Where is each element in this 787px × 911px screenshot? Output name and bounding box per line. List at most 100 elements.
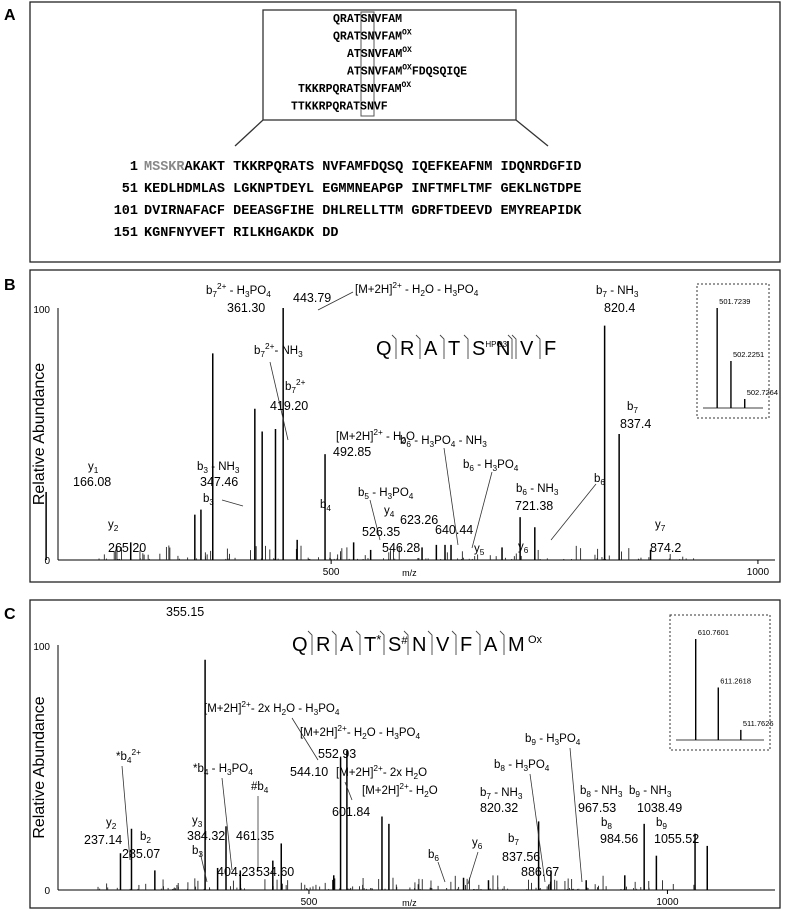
text-span: 3	[482, 440, 487, 449]
residue: R	[400, 338, 414, 360]
text-span: 526.35	[362, 525, 400, 539]
text-span: O	[406, 431, 415, 443]
peak-annotation: b3​	[192, 845, 203, 859]
peak-annotation: b8​ - NH3​	[580, 785, 623, 799]
peak-annotation: y6​	[472, 837, 483, 851]
sequence-row: KEDLHDMLAS LGKNPTDEYL EGMMNEAPGP INFTMFL…	[144, 182, 581, 197]
text-span: PO	[392, 487, 409, 499]
peak-annotation: 1055.52	[654, 832, 699, 846]
text-span: b	[580, 785, 586, 797]
text-span: M	[508, 634, 525, 656]
text-span: T	[364, 634, 376, 656]
text-span: y	[655, 519, 661, 531]
residue: F	[460, 634, 472, 656]
text-span: b	[480, 787, 486, 799]
text-span: PO	[559, 733, 576, 745]
text-span: OX	[402, 29, 412, 38]
fragment-bracket	[415, 334, 421, 359]
text-span: 3	[314, 708, 319, 717]
text-span: b	[206, 285, 212, 297]
fragment-bracket	[475, 630, 481, 655]
y-tick-label: 100	[33, 305, 50, 316]
text-span: 6	[434, 854, 439, 863]
text-span: - H	[369, 487, 388, 499]
text-span: PO	[497, 459, 514, 471]
leader-line	[467, 851, 479, 885]
text-span: 2+	[373, 764, 383, 773]
text-span: 4	[451, 440, 456, 449]
text-span: y	[108, 519, 114, 531]
text-span: 3	[618, 790, 623, 799]
isotope-label: 610.7601	[698, 628, 729, 637]
text-span: 7	[260, 350, 265, 359]
text-span: y	[192, 815, 198, 827]
text-span: R	[316, 634, 330, 656]
peak-annotation: b8​ - H3​PO4​	[494, 759, 550, 773]
peak-annotation: 721.38	[515, 499, 553, 513]
y-tick-label: 0	[44, 556, 50, 567]
y-axis-label: Relative Abundance	[31, 696, 48, 838]
text-span: NVF	[367, 101, 388, 114]
peak-annotation: 534.60	[256, 865, 294, 879]
inset-peptide: QRATSNVFAM	[333, 13, 402, 26]
text-span: 361.30	[227, 301, 265, 315]
text-span: b	[192, 845, 198, 857]
text-span: 5	[480, 548, 485, 557]
text-span: HPO3	[485, 340, 507, 349]
text-span: - H	[208, 763, 227, 775]
text-span: 534.60	[256, 865, 294, 879]
peak-annotation: b6​	[594, 473, 605, 487]
panel-a-label: A	[4, 7, 16, 24]
text-span: 4	[326, 504, 331, 513]
peak-annotation: b7​2+​	[285, 378, 306, 395]
text-span: 886.67	[521, 865, 559, 879]
inset-peptide: ATSNVFAMOXFDQSQIQE	[347, 64, 467, 79]
inset-peptide-list: QRATSNVFAMQRATSNVFAMOXATSNVFAMOXATSNVFAM…	[291, 13, 467, 114]
peak-annotation: b7​ - NH3​	[596, 285, 639, 299]
text-span: 6	[600, 478, 605, 487]
residue: SHPO3	[472, 338, 508, 360]
text-span: ATS	[347, 66, 368, 79]
text-span: A	[424, 338, 438, 360]
text-span: O - H	[425, 284, 452, 296]
text-span: R	[400, 338, 414, 360]
text-span: 166.08	[73, 475, 111, 489]
text-span: 4	[264, 786, 269, 795]
text-span: OX	[402, 46, 412, 55]
text-span: 4	[335, 708, 340, 717]
text-span: O	[418, 767, 427, 779]
text-span: QR	[333, 31, 347, 44]
residue: A	[340, 634, 354, 656]
text-span: [M+2H]	[355, 284, 392, 296]
text-span: 552.93	[318, 747, 356, 761]
leader-line	[550, 483, 597, 541]
peak-annotation: 347.46	[200, 475, 238, 489]
peak-annotation: 552.93	[318, 747, 356, 761]
text-span: *	[376, 632, 381, 647]
text-span: ATS	[346, 101, 367, 114]
fragment-bracket	[355, 630, 361, 655]
text-span: PO	[318, 703, 335, 715]
text-span: DVIRNAFACF DEEASGFIHE DHLRELLTTM GDRFTDE…	[144, 204, 582, 219]
text-span: NVFAM	[367, 83, 402, 96]
text-span: - H	[474, 459, 493, 471]
text-span: 2+	[217, 282, 227, 291]
text-span: 9	[635, 790, 640, 799]
text-span: - H	[411, 435, 430, 447]
text-span: 3	[298, 350, 303, 359]
peak-annotation: y2​	[106, 817, 117, 831]
text-span: 3	[634, 290, 639, 299]
text-span: 265.20	[108, 541, 146, 555]
text-span: 7	[602, 290, 607, 299]
leader-line	[443, 447, 459, 546]
text-span: 2	[114, 524, 119, 533]
isotope-label: 502.2251	[733, 350, 764, 359]
text-span: AKAKT TKKRPQRATS NVFAMFDQSQ IQEFKEAFNM I…	[185, 160, 582, 175]
text-span: 601.84	[332, 805, 370, 819]
panel-a-frame	[29, 1, 781, 263]
text-span: y	[88, 461, 94, 473]
inset-box	[262, 9, 517, 121]
peak-annotation: 526.35	[362, 525, 400, 539]
text-span: - NH	[491, 787, 518, 799]
